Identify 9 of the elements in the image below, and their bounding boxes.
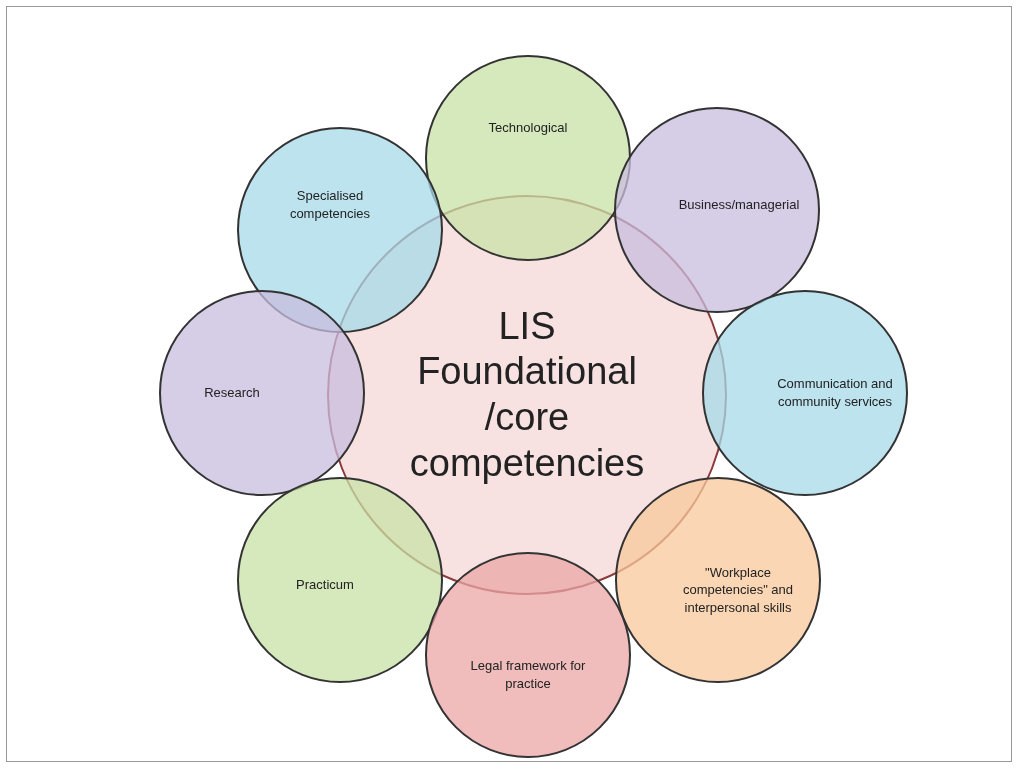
- circle-label: Practicum: [296, 576, 354, 594]
- circle-label: Technological: [488, 119, 568, 137]
- circle-label: "Workplace competencies" and interpersonal skills: [681, 563, 795, 617]
- circle-label: Business/managerial: [678, 196, 800, 214]
- circle-label: Communication and community services: [776, 375, 894, 411]
- circle-label: Research: [204, 384, 260, 402]
- center-label: LIS Foundational /core competencies: [408, 303, 646, 486]
- circle-label: Specialised competencies: [288, 187, 372, 223]
- circle-label: Legal framework for practice: [469, 657, 587, 693]
